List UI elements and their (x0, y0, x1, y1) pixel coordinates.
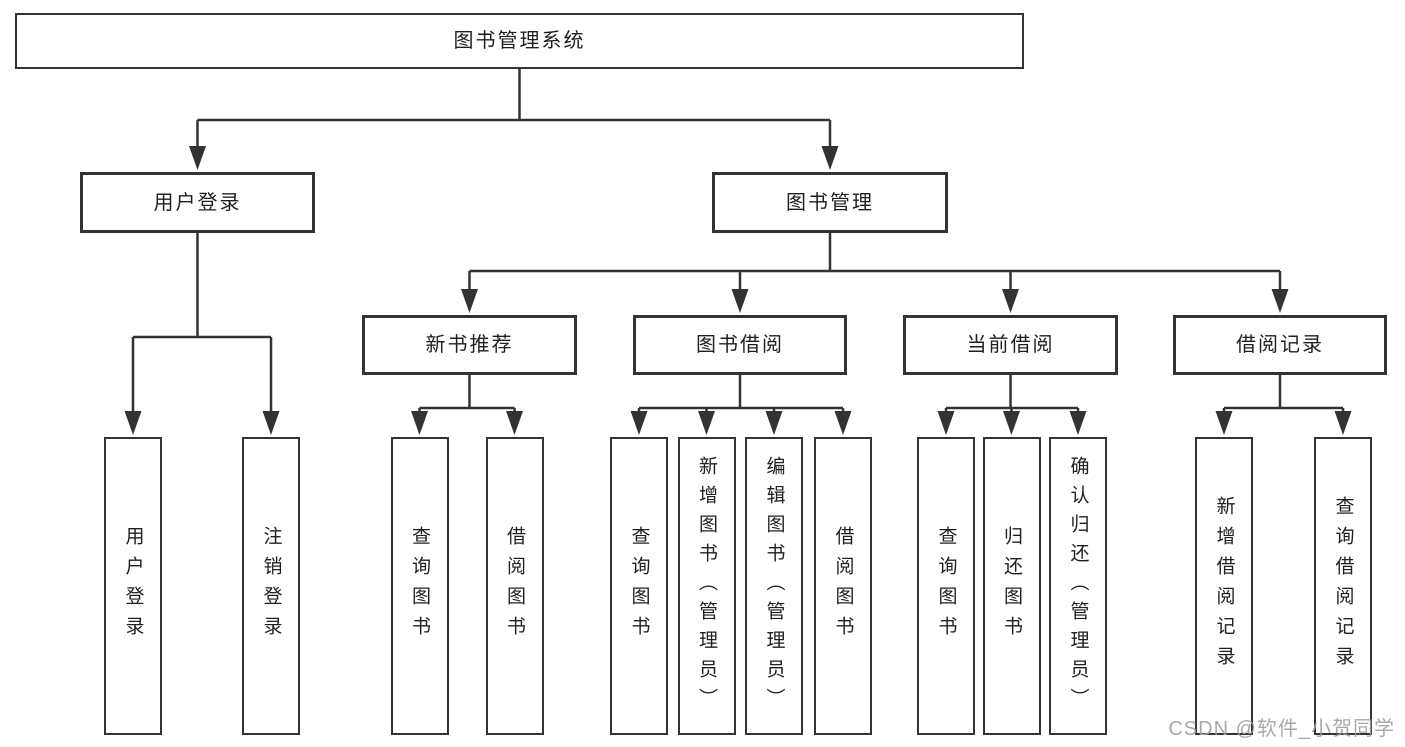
node-confirm-return-admin: 确认归还（管理员） (1049, 437, 1107, 735)
node-book-borrowing: 图书借阅 (633, 315, 847, 375)
node-query-books-3: 查询图书 (917, 437, 975, 735)
node-current-borrowing: 当前借阅 (903, 315, 1118, 375)
node-add-book-admin: 新增图书（管理员） (677, 437, 736, 735)
node-logout-leaf: 注销登录 (242, 437, 300, 735)
node-user-login-branch: 用户登录 (80, 172, 315, 233)
node-user-login-leaf: 用户登录 (104, 437, 162, 735)
node-borrowing-records: 借阅记录 (1173, 315, 1387, 375)
watermark-text: CSDN @软件_小贺同学 (1168, 718, 1395, 740)
node-add-borrow-record: 新增借阅记录 (1195, 437, 1253, 735)
node-new-book-recommendation: 新书推荐 (362, 315, 577, 375)
node-query-books-2: 查询图书 (610, 437, 668, 735)
node-borrow-books-1: 借阅图书 (485, 437, 544, 735)
node-book-management-branch: 图书管理 (712, 172, 948, 233)
node-query-borrow-record: 查询借阅记录 (1314, 437, 1372, 735)
node-query-books-1: 查询图书 (390, 437, 449, 735)
node-return-books: 归还图书 (982, 437, 1041, 735)
node-library-system: 图书管理系统 (15, 13, 1024, 69)
node-borrow-books-2: 借阅图书 (814, 437, 872, 735)
node-edit-book-admin: 编辑图书（管理员） (745, 437, 803, 735)
arrowheads (124, 146, 1352, 435)
